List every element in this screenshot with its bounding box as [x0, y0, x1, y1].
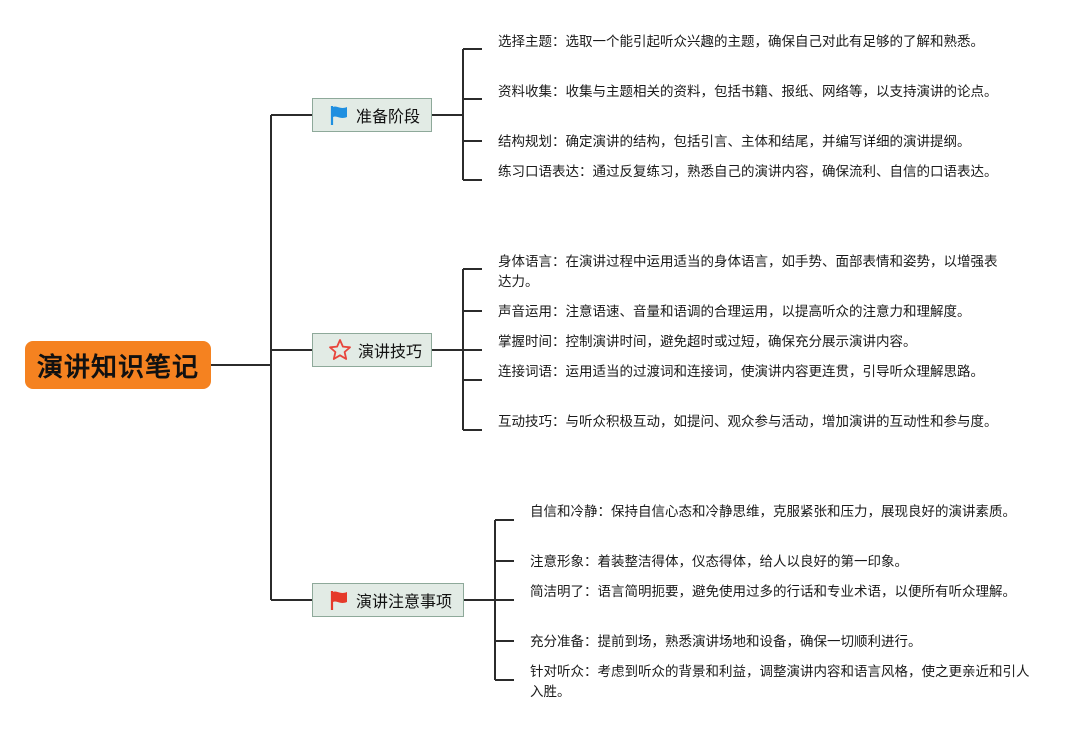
root-topic[interactable]: 演讲知识笔记	[25, 341, 211, 389]
branch-techniques[interactable]: 演讲技巧	[312, 333, 432, 367]
branch-3-bracket	[464, 519, 514, 681]
list-item: 充分准备：提前到场，熟悉演讲场地和设备，确保一切顺利进行。	[530, 634, 922, 650]
branch-1-bracket	[432, 48, 482, 181]
branch-label: 准备阶段	[356, 107, 421, 126]
blue-flag-icon	[330, 106, 347, 125]
branch-2-bracket	[432, 268, 482, 431]
list-item: 掌握时间：控制演讲时间，避免超时或过短，确保充分展示演讲内容。	[498, 334, 917, 350]
list-item: 简洁明了：语言简明扼要，避免使用过多的行话和专业术语，以便所有听众理解。	[530, 584, 1016, 600]
list-item: 自信和冷静：保持自信心态和冷静思维，克服紧张和压力，展现良好的演讲素质。	[530, 504, 1016, 520]
branch-label: 演讲注意事项	[356, 592, 453, 611]
list-item: 结构规划：确定演讲的结构，包括引言、主体和结尾，并编写详细的演讲提纲。	[498, 134, 971, 150]
root-topic-label: 演讲知识笔记	[36, 352, 199, 383]
list-item: 练习口语表达：通过反复练习，熟悉自己的演讲内容，确保流利、自信的口语表达。	[498, 164, 998, 180]
list-item: 连接词语：运用适当的过渡词和连接词，使演讲内容更连贯，引导听众理解思路。	[498, 364, 984, 380]
list-item: 资料收集：收集与主题相关的资料，包括书籍、报纸、网络等，以支持演讲的论点。	[498, 84, 998, 100]
list-item: 互动技巧：与听众积极互动，如提问、观众参与活动，增加演讲的互动性和参与度。	[498, 414, 998, 430]
branch-label: 演讲技巧	[358, 342, 423, 361]
branch-preparation[interactable]: 准备阶段	[312, 98, 432, 132]
list-item: 声音运用：注意语速、音量和语调的合理运用，以提高听众的注意力和理解度。	[498, 304, 971, 320]
red-star-outline-icon	[329, 339, 351, 360]
branch-precautions[interactable]: 演讲注意事项	[312, 583, 464, 617]
list-item: 身体语言：在演讲过程中运用适当的身体语言，如手势、面部表情和姿势，以增强表达力。	[498, 254, 998, 290]
list-item: 注意形象：着装整洁得体，仪态得体，给人以良好的第一印象。	[530, 554, 908, 570]
list-item: 选择主题：选取一个能引起听众兴趣的主题，确保自己对此有足够的了解和熟悉。	[498, 34, 984, 50]
red-flag-icon	[330, 591, 347, 610]
list-item: 针对听众：考虑到听众的背景和利益，调整演讲内容和语言风格，使之更亲近和引人入胜。	[530, 664, 1030, 700]
